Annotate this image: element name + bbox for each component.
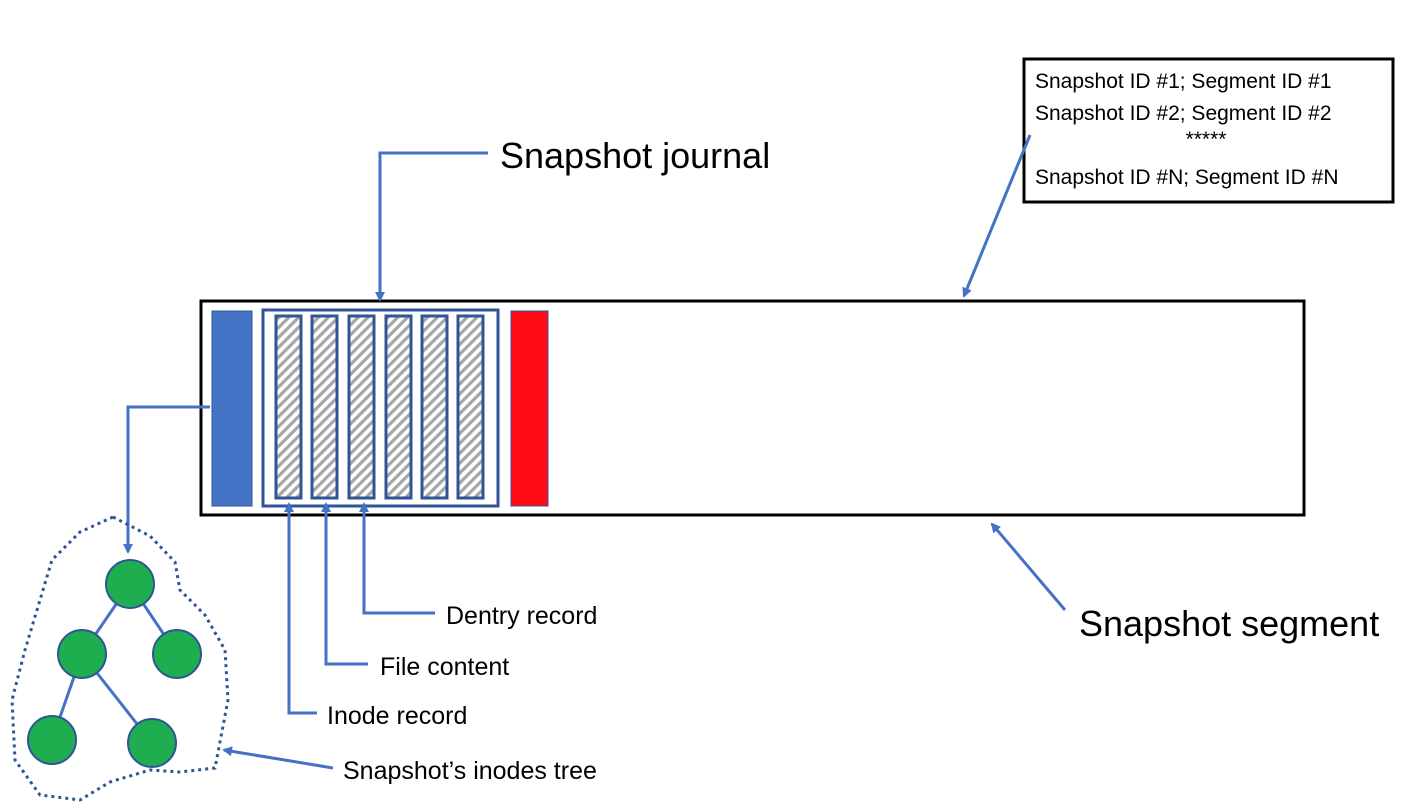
journal-record xyxy=(274,314,303,500)
tree-node xyxy=(57,629,107,679)
inodes-tree-block xyxy=(211,310,253,507)
inode-label: Inode record xyxy=(327,702,467,730)
journal-record xyxy=(456,314,485,500)
table-line-4: Snapshot ID #N; Segment ID #N xyxy=(1035,166,1339,189)
dentry-arrow xyxy=(359,502,435,615)
tree-root-arrow xyxy=(123,405,210,554)
tree-label: Snapshot’s inodes tree xyxy=(343,757,597,785)
journal-record xyxy=(347,314,376,500)
dentry-label: Dentry record xyxy=(446,602,597,630)
table-arrow xyxy=(962,134,1032,298)
journal-label: Snapshot journal xyxy=(500,135,770,176)
inode-arrow xyxy=(284,502,317,715)
table-line-3: ***** xyxy=(1186,128,1227,151)
file-content-label: File content xyxy=(380,653,509,681)
file-content-arrow xyxy=(321,502,368,666)
journal-arrow xyxy=(375,151,488,302)
segment-label: Snapshot segment xyxy=(1079,603,1379,644)
tree-node xyxy=(152,629,202,679)
tree-node xyxy=(127,718,177,768)
tree-node xyxy=(27,715,77,765)
table-line-1: Snapshot ID #1; Segment ID #1 xyxy=(1035,70,1332,93)
snapshot-journal-box xyxy=(261,308,500,508)
journal-record xyxy=(384,314,413,500)
segment-arrow xyxy=(990,522,1067,611)
tree-label-arrow xyxy=(222,746,334,770)
table-line-2: Snapshot ID #2; Segment ID #2 xyxy=(1035,102,1332,125)
journal-records xyxy=(274,314,485,500)
tree-node xyxy=(105,559,155,609)
snapshot-segment-table xyxy=(1022,57,1395,204)
inodes-tree-outline xyxy=(10,515,230,802)
journal-record xyxy=(310,314,339,500)
journal-record xyxy=(420,314,449,500)
red-marker-block xyxy=(510,310,549,507)
